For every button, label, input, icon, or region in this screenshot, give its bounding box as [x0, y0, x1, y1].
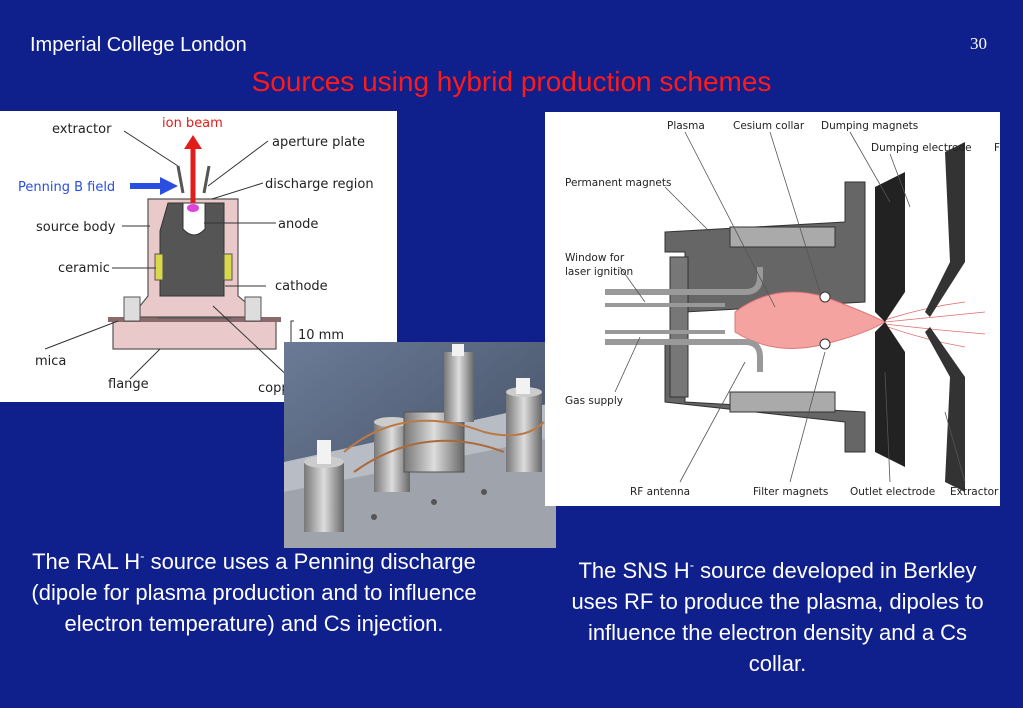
ral-label-ion-beam: ion beam [162, 116, 223, 131]
sns-label-cesium-collar: Cesium collar [733, 120, 805, 132]
sns-source-diagram: Plasma Cesium collar Dumping magnets Dum… [545, 112, 1000, 506]
sns-label-edge-letter: F [994, 142, 1000, 154]
ral-label-scale: 10 mm [298, 328, 344, 343]
ral-label-discharge-region: discharge region [265, 177, 374, 192]
ral-label-cathode: cathode [275, 279, 328, 294]
ral-source-diagram: extractor ion beam aperture plate Pennin… [0, 111, 397, 402]
sns-label-outlet-electrode: Outlet electrode [850, 486, 935, 498]
sns-label-gas-supply: Gas supply [565, 395, 623, 407]
sns-label-dumping-magnets: Dumping magnets [821, 120, 918, 132]
sns-label-window-line2: laser ignition [565, 266, 633, 278]
ral-label-anode: anode [278, 217, 318, 232]
ion-source-photo [284, 342, 556, 548]
sns-label-extractor: Extractor [950, 486, 999, 498]
ral-label-source-body: source body [36, 220, 116, 235]
caption-ral-superscript: - [140, 548, 145, 564]
slide-title: Sources using hybrid production schemes [251, 66, 772, 97]
ral-label-mica: mica [35, 354, 66, 369]
ral-label-aperture-plate: aperture plate [272, 135, 365, 150]
sns-label-filter-magnets: Filter magnets [753, 486, 828, 498]
caption-ral-part2: source uses a Penning discharge (dipole … [31, 549, 477, 636]
page-number: 30 [970, 34, 987, 53]
sns-label-window-line1: Window for [565, 252, 625, 264]
caption-ral: The RAL H- source uses a Penning dischar… [30, 546, 478, 639]
caption-ral-part1: The RAL H [32, 549, 141, 574]
caption-sns: The SNS H- source developed in Berkley u… [565, 555, 990, 679]
caption-sns-part2: source developed in Berkley uses RF to p… [571, 558, 984, 676]
sns-label-dumping-electrode: Dumping electrode [871, 142, 972, 154]
ral-label-ceramic: ceramic [58, 261, 110, 276]
ral-label-penning-field: Penning B field [18, 180, 115, 195]
ral-label-flange: flange [108, 377, 149, 392]
sns-label-rf-antenna: RF antenna [630, 486, 690, 498]
caption-sns-part1: The SNS H [578, 558, 690, 583]
institution-name: Imperial College London [30, 34, 247, 56]
sns-label-plasma: Plasma [667, 120, 705, 132]
caption-sns-superscript: - [689, 557, 695, 573]
sns-label-permanent-magnets: Permanent magnets [565, 177, 671, 189]
ral-label-extractor: extractor [52, 122, 112, 137]
